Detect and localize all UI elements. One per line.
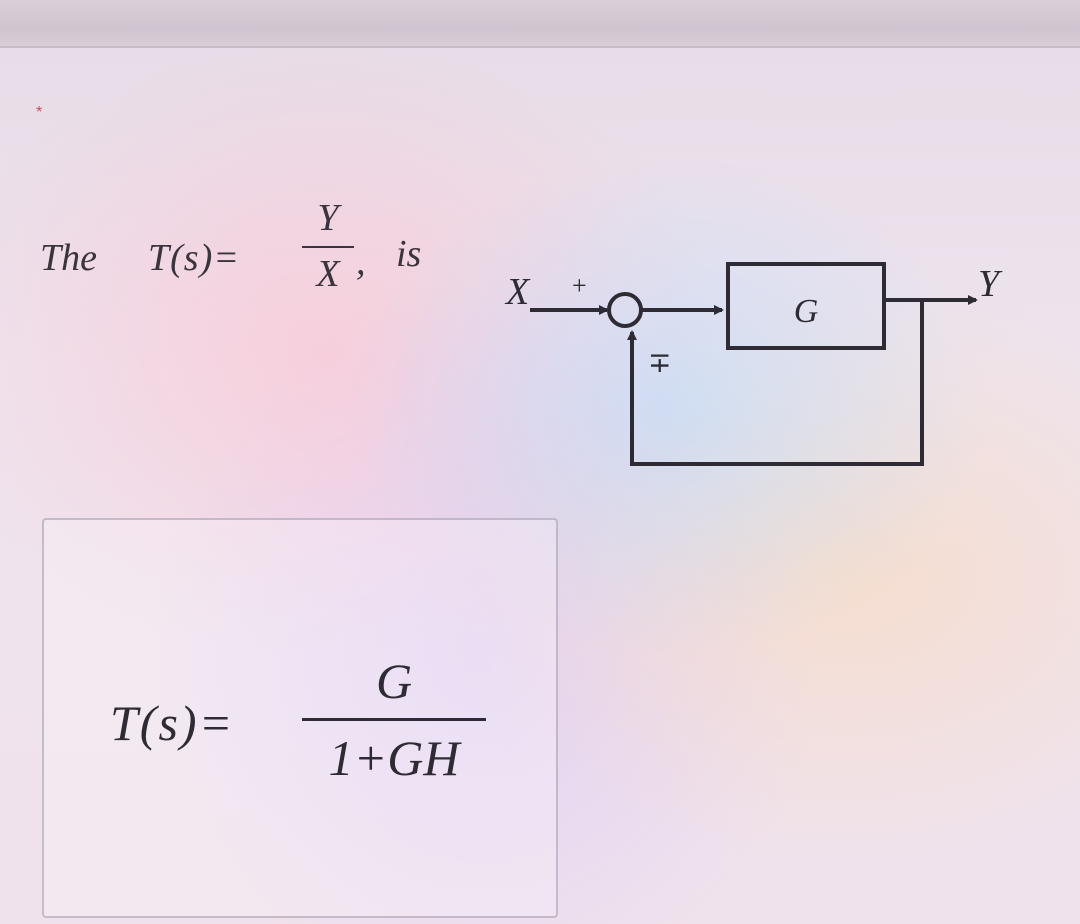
summing-junction — [607, 292, 643, 328]
answer-lhs: T(s)= — [110, 695, 235, 751]
question-fraction: Y X — [302, 196, 354, 296]
feedback-sign: ∓ — [648, 346, 671, 379]
question-fraction-bar — [302, 246, 354, 248]
block-diagram: X + G Y ∓ — [490, 240, 1050, 490]
summing-plus-sign: + — [572, 271, 587, 300]
feedback-path — [627, 300, 924, 466]
top-strip — [0, 0, 1080, 46]
answer-formula: T(s)= G 1+GH — [110, 650, 510, 810]
answer-denominator: 1+GH — [328, 730, 460, 786]
question-prefix: The — [40, 237, 97, 279]
top-strip-divider — [0, 46, 1080, 48]
question-fraction-denominator: X — [316, 253, 340, 295]
question-comma: , — [356, 241, 366, 283]
answer-numerator: G — [375, 653, 413, 709]
g-block — [726, 262, 886, 350]
required-marker: * — [36, 104, 43, 121]
question-suffix: is — [396, 233, 422, 275]
input-label: X — [504, 271, 531, 313]
question-transfer-function: T(s)= — [148, 237, 240, 279]
question-fraction-numerator: Y — [317, 197, 339, 239]
g-block-label: G — [794, 293, 819, 330]
answer-fraction: G 1+GH — [302, 650, 486, 789]
output-label: Y — [978, 263, 1003, 305]
answer-fraction-bar — [302, 718, 486, 721]
